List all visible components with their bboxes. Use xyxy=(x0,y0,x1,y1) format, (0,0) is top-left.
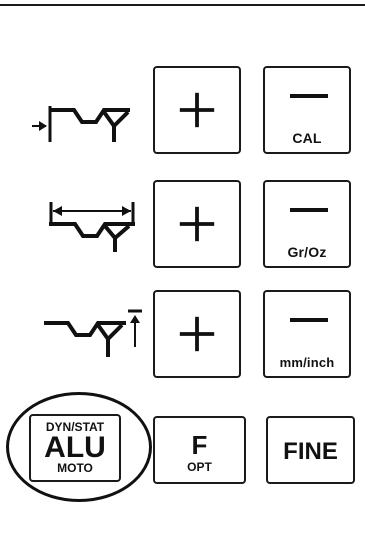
alu-button[interactable]: DYN/STAT ALU MOTO xyxy=(29,414,121,482)
width-plus-button[interactable] xyxy=(153,180,241,268)
alu-label: ALU xyxy=(44,431,106,464)
offset-plus-button[interactable] xyxy=(153,66,241,154)
diameter-minus-mminch-button[interactable]: mm/inch xyxy=(263,290,351,378)
offset-minus-cal-button[interactable]: CAL xyxy=(263,66,351,154)
alu-highlight-ring xyxy=(6,392,152,502)
wheel-diameter-icon xyxy=(44,309,142,357)
cal-label: CAL xyxy=(292,130,322,146)
plus-icon xyxy=(179,206,215,242)
wheel-width-icon xyxy=(49,202,135,252)
plus-icon xyxy=(179,316,215,352)
top-divider xyxy=(0,4,365,6)
minus-icon xyxy=(290,208,328,212)
fine-button[interactable]: FINE xyxy=(266,416,355,484)
diameter-plus-button[interactable] xyxy=(153,290,241,378)
minus-icon xyxy=(290,318,328,322)
wheel-offset-icon xyxy=(32,106,130,142)
f-label: F xyxy=(191,430,208,460)
plus-icon xyxy=(179,92,215,128)
gr-oz-label: Gr/Oz xyxy=(287,244,327,260)
minus-icon xyxy=(290,94,328,98)
dyn-stat-label: DYN/STAT xyxy=(45,420,105,434)
opt-label: OPT xyxy=(187,460,212,474)
width-minus-groz-button[interactable]: Gr/Oz xyxy=(263,180,351,268)
moto-label: MOTO xyxy=(57,461,93,475)
fine-label: FINE xyxy=(283,438,338,465)
f-opt-button[interactable]: F OPT xyxy=(153,416,246,484)
mm-inch-label: mm/inch xyxy=(279,355,335,370)
